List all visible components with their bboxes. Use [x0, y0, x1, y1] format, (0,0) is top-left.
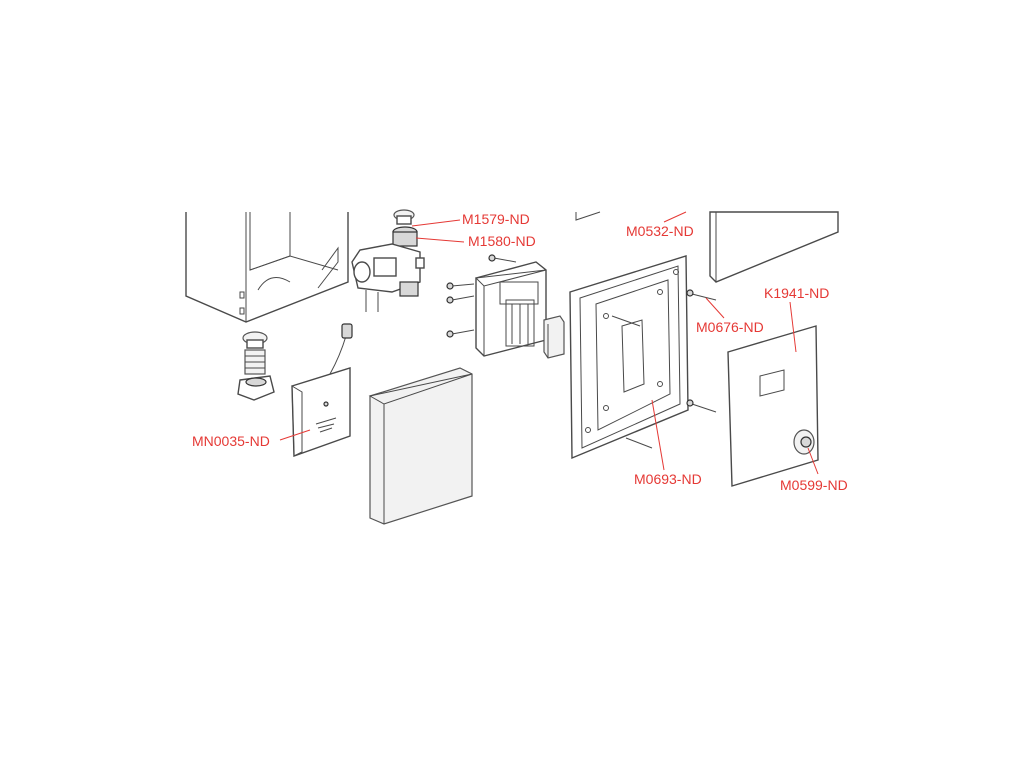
sensor-unit: [291, 323, 353, 457]
screws: [686, 289, 717, 413]
label-mn0035: MN0035-ND: [192, 433, 270, 449]
label-m0693: M0693-ND: [634, 471, 702, 487]
cover-edge: [575, 211, 601, 221]
label-k1941: K1941-ND: [764, 285, 829, 301]
mounting-box: [185, 212, 349, 323]
label-m0676: M0676-ND: [696, 319, 764, 335]
blank-panel: [368, 367, 473, 525]
label-m1579: M1579-ND: [462, 211, 530, 227]
label-m0599: M0599-ND: [780, 477, 848, 493]
label-m1580: M1580-ND: [468, 233, 536, 249]
gasket-block: [543, 315, 565, 359]
mounting-frame: [569, 255, 689, 460]
fittings: [237, 331, 275, 401]
wall-panel: [709, 211, 839, 283]
leader-lines: [279, 211, 819, 475]
label-m0532: M0532-ND: [626, 223, 694, 239]
cover-plate: [727, 325, 819, 487]
solenoid-valve: [351, 209, 425, 312]
control-module: [446, 254, 547, 357]
